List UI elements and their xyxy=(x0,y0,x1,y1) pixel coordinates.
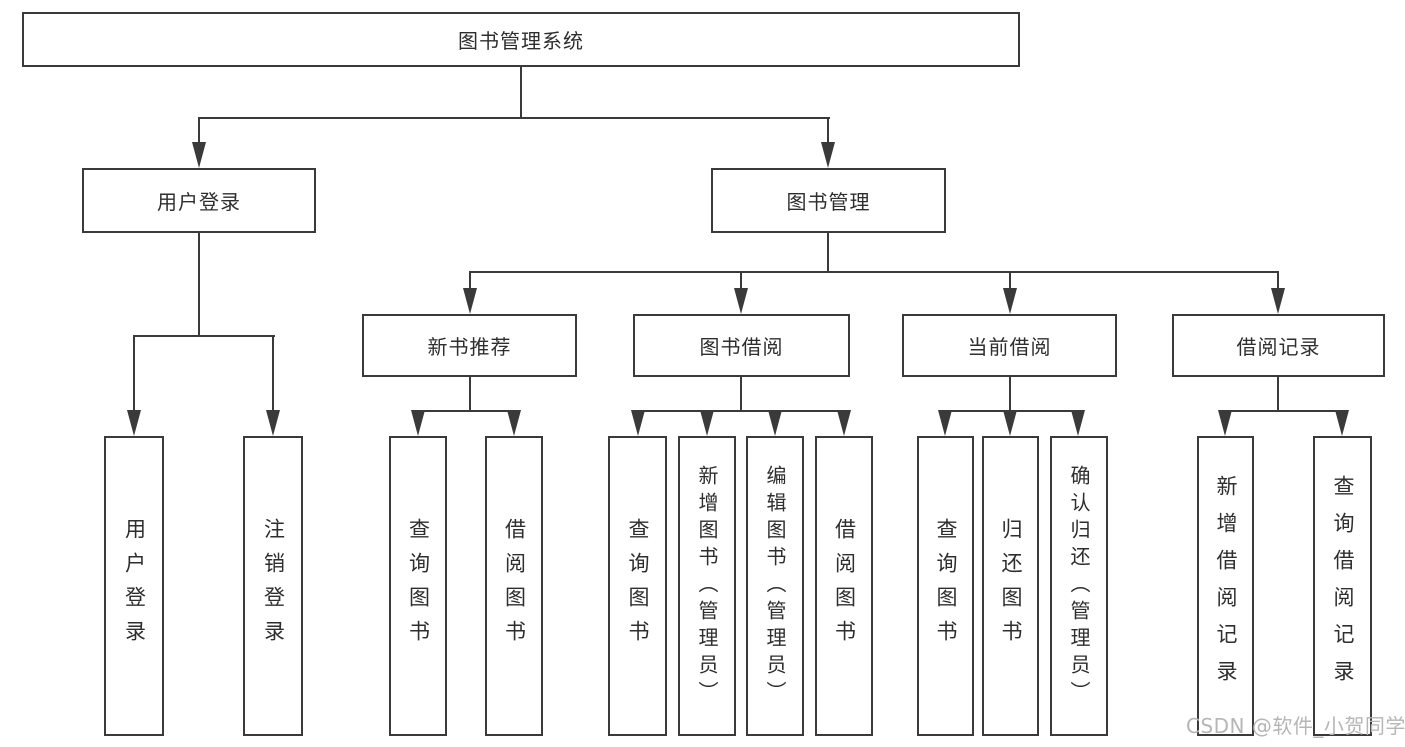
leaf-edit-book-admin-label: 编辑图书（管理员） xyxy=(763,464,787,708)
leaf-return-book: 归还图书 xyxy=(982,436,1039,736)
arrow-to-records xyxy=(1271,288,1285,314)
leaf-return-book-label: 归还图书 xyxy=(999,518,1023,654)
connector-manage-drop xyxy=(827,117,829,144)
arrow-to-recommend xyxy=(463,288,477,314)
arrow-to-recommend-leaf2 xyxy=(507,410,521,436)
arrow-to-current-leaf2 xyxy=(1003,410,1017,436)
leaf-borrow-query-book-label: 查询图书 xyxy=(626,518,650,654)
node-current-borrow: 当前借阅 xyxy=(902,314,1117,377)
node-book-borrow: 图书借阅 xyxy=(633,314,850,377)
leaf-user-login: 用户登录 xyxy=(104,436,164,736)
connector-current-drop xyxy=(1009,271,1011,290)
node-user-login-label: 用户登录 xyxy=(157,190,241,214)
arrow-to-login-leaf1 xyxy=(127,410,141,436)
leaf-query-borrow-record: 查询借阅记录 xyxy=(1313,436,1372,736)
arrow-to-borrow-leaf2 xyxy=(700,410,714,436)
node-user-login: 用户登录 xyxy=(82,168,316,233)
leaf-edit-book-admin: 编辑图书（管理员） xyxy=(746,436,804,736)
connector-manage-branch xyxy=(469,271,1279,273)
connector-login-drop xyxy=(198,117,200,144)
node-current-borrow-label: 当前借阅 xyxy=(967,335,1052,359)
connector-records-stem xyxy=(1277,376,1279,411)
leaf-user-login-label: 用户登录 xyxy=(122,518,147,654)
leaf-current-query-book-label: 查询图书 xyxy=(934,518,958,654)
arrow-to-login xyxy=(192,142,206,168)
arrow-to-borrow-leaf4 xyxy=(837,410,851,436)
leaf-current-query-book: 查询图书 xyxy=(917,436,974,736)
connector-recommend-branch xyxy=(417,410,515,412)
arrow-to-current xyxy=(1003,288,1017,314)
node-borrow-records: 借阅记录 xyxy=(1172,314,1385,377)
arrow-to-recommend-leaf1 xyxy=(411,410,425,436)
connector-records-branch xyxy=(1224,410,1344,412)
leaf-logout-label: 注销登录 xyxy=(261,518,286,654)
leaf-borrow-book: 借阅图书 xyxy=(815,436,873,736)
leaf-add-borrow-record-label: 新增借阅记录 xyxy=(1214,475,1238,697)
connector-manage-stem xyxy=(827,232,829,273)
connector-borrow-branch xyxy=(637,410,845,412)
leaf-borrow-query-book: 查询图书 xyxy=(608,436,667,736)
csdn-watermark: CSDN @软件_小贺同学 xyxy=(1186,714,1405,738)
arrow-to-login-leaf2 xyxy=(266,410,280,436)
connector-records-drop xyxy=(1277,271,1279,290)
node-book-manage-label: 图书管理 xyxy=(786,190,871,214)
connector-recommend-stem xyxy=(469,376,471,411)
node-book-borrow-label: 图书借阅 xyxy=(699,335,784,359)
leaf-add-book-admin: 新增图书（管理员） xyxy=(678,436,736,736)
connector-root-branch xyxy=(198,117,830,119)
connector-current-stem xyxy=(1009,376,1011,411)
connector-borrow-stem xyxy=(740,376,742,411)
arrow-to-borrow xyxy=(734,288,748,314)
node-root: 图书管理系统 xyxy=(22,12,1020,67)
leaf-confirm-return-admin: 确认归还（管理员） xyxy=(1050,436,1108,736)
arrow-to-records-leaf2 xyxy=(1335,410,1349,436)
arrow-to-borrow-leaf1 xyxy=(631,410,645,436)
leaf-recommend-query-book: 查询图书 xyxy=(389,436,447,736)
arrow-to-records-leaf1 xyxy=(1218,410,1232,436)
connector-borrow-drop xyxy=(740,271,742,290)
connector-login-branch xyxy=(133,335,275,337)
leaf-recommend-borrow-book-label: 借阅图书 xyxy=(502,518,527,654)
connector-login-leaf1-drop xyxy=(133,335,135,412)
node-borrow-records-label: 借阅记录 xyxy=(1236,335,1321,359)
arrow-to-current-leaf1 xyxy=(938,410,952,436)
leaf-borrow-book-label: 借阅图书 xyxy=(832,518,857,654)
leaf-add-book-admin-label: 新增图书（管理员） xyxy=(695,464,719,708)
connector-login-stem xyxy=(198,232,200,336)
node-book-manage: 图书管理 xyxy=(711,168,946,233)
leaf-recommend-borrow-book: 借阅图书 xyxy=(485,436,543,736)
leaf-query-borrow-record-label: 查询借阅记录 xyxy=(1331,475,1355,697)
leaf-logout: 注销登录 xyxy=(243,436,303,736)
arrow-to-borrow-leaf3 xyxy=(768,410,782,436)
node-root-label: 图书管理系统 xyxy=(458,29,584,53)
node-new-book-recommend: 新书推荐 xyxy=(362,314,577,377)
connector-recommend-drop xyxy=(469,271,471,290)
leaf-confirm-return-admin-label: 确认归还（管理员） xyxy=(1067,464,1091,708)
leaf-recommend-query-book-label: 查询图书 xyxy=(406,518,431,654)
arrow-to-current-leaf3 xyxy=(1071,410,1085,436)
node-new-book-recommend-label: 新书推荐 xyxy=(427,335,512,359)
arrow-to-manage xyxy=(821,142,835,168)
connector-root-stem xyxy=(520,66,522,118)
leaf-add-borrow-record: 新增借阅记录 xyxy=(1197,436,1254,736)
connector-login-leaf2-drop xyxy=(272,335,274,412)
